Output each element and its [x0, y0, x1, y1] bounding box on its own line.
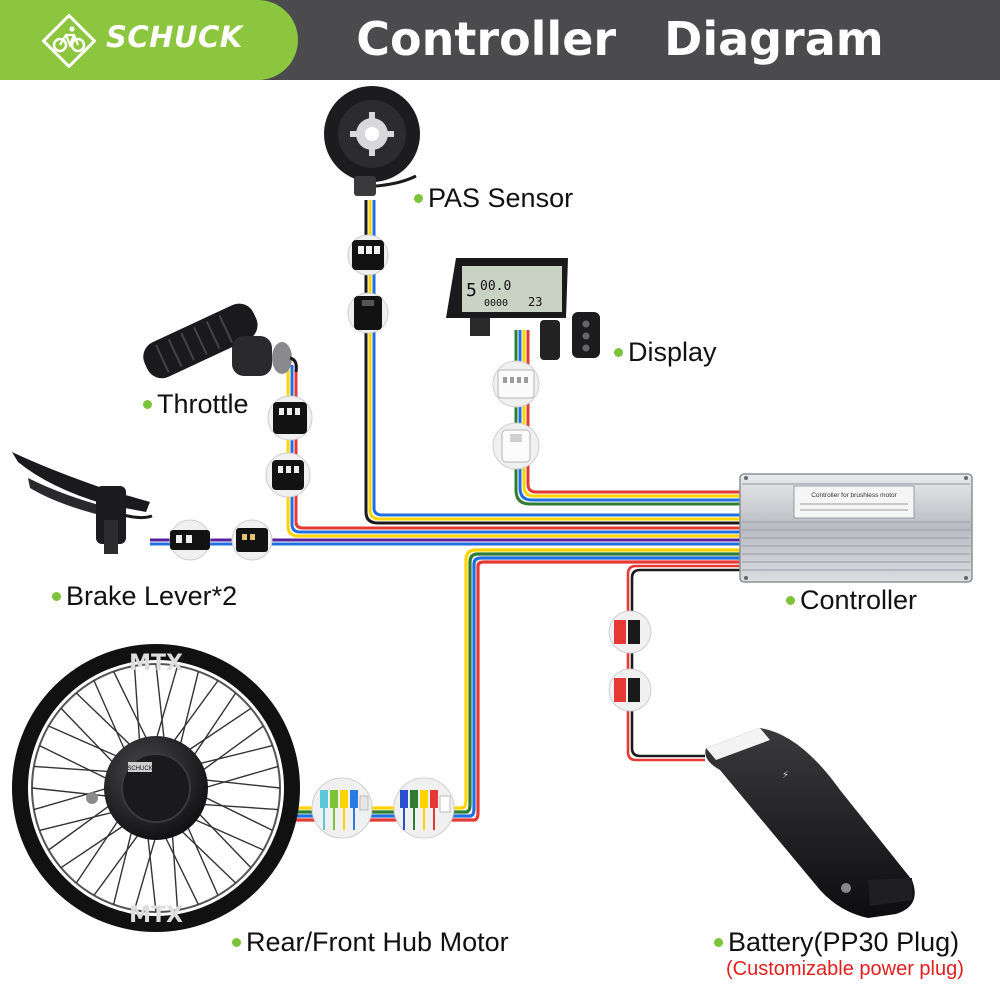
bullet-icon [414, 194, 423, 204]
brake-connector-female [231, 519, 273, 561]
bullet-icon [143, 400, 152, 410]
bicycle-logo-icon [42, 14, 96, 68]
motor-connector-b [393, 777, 455, 839]
controller-box: Controller for brushless motor [739, 473, 973, 583]
motor-cable [290, 548, 740, 822]
throttle-connector-male [265, 452, 311, 498]
brake-lever-device [12, 452, 153, 554]
pas-connector-male [347, 292, 389, 334]
page-title: Controller Diagram [356, 12, 884, 66]
pas-sensor-device [324, 86, 420, 196]
brake-connector-male [169, 519, 211, 561]
display-digit-left: 5 [466, 280, 477, 301]
throttle-cable [286, 365, 740, 538]
label-pas-sensor: PAS Sensor [414, 183, 573, 214]
battery-note: (Customizable power plug) [726, 958, 964, 980]
label-battery: Battery(PP30 Plug) [714, 927, 959, 958]
bullet-icon [232, 938, 241, 948]
bullet-icon [714, 938, 723, 948]
lcd-display-device: 5 00.0 0000 23 [446, 258, 600, 360]
bullet-icon [52, 592, 61, 602]
label-controller: Controller [786, 585, 917, 616]
motor-connector-a [311, 777, 373, 839]
header-bar: SCHUCK Controller Diagram [0, 0, 1000, 80]
hub-motor-wheel: SCHUCK MTX MTX [12, 644, 300, 932]
battery-cable [626, 564, 740, 762]
display-speed: 00.0 [480, 279, 511, 294]
bullet-icon [614, 348, 623, 358]
pas-cable [364, 200, 740, 525]
battery-pp30-connector-top [608, 610, 652, 654]
label-display: Display [614, 337, 717, 368]
brand-name: SCHUCK [106, 20, 243, 54]
svg-text:⚡: ⚡ [782, 770, 789, 781]
rim-text-top: MTX [129, 651, 183, 676]
brand-badge: SCHUCK [0, 0, 298, 80]
pas-connector-female [347, 234, 389, 276]
display-connector-female [492, 360, 540, 408]
display-odometer: 0000 [484, 298, 508, 309]
label-throttle: Throttle [143, 389, 249, 420]
battery-pp30-connector-bottom [608, 668, 652, 712]
label-brake-lever: Brake Lever*2 [52, 581, 237, 612]
display-right-value: 23 [528, 295, 542, 309]
controller-plate-text: Controller for brushless motor [811, 492, 897, 499]
throttle-device [143, 303, 298, 379]
display-cable [514, 330, 740, 506]
label-hub-motor: Rear/Front Hub Motor [232, 927, 509, 958]
motor-brand-text: SCHUCK [127, 766, 152, 772]
bullet-icon [786, 596, 795, 606]
throttle-connector-female [267, 395, 313, 441]
rim-text-bottom: MTX [129, 903, 183, 928]
display-connector-male [492, 422, 540, 470]
battery-device: ⚡ [705, 728, 915, 918]
